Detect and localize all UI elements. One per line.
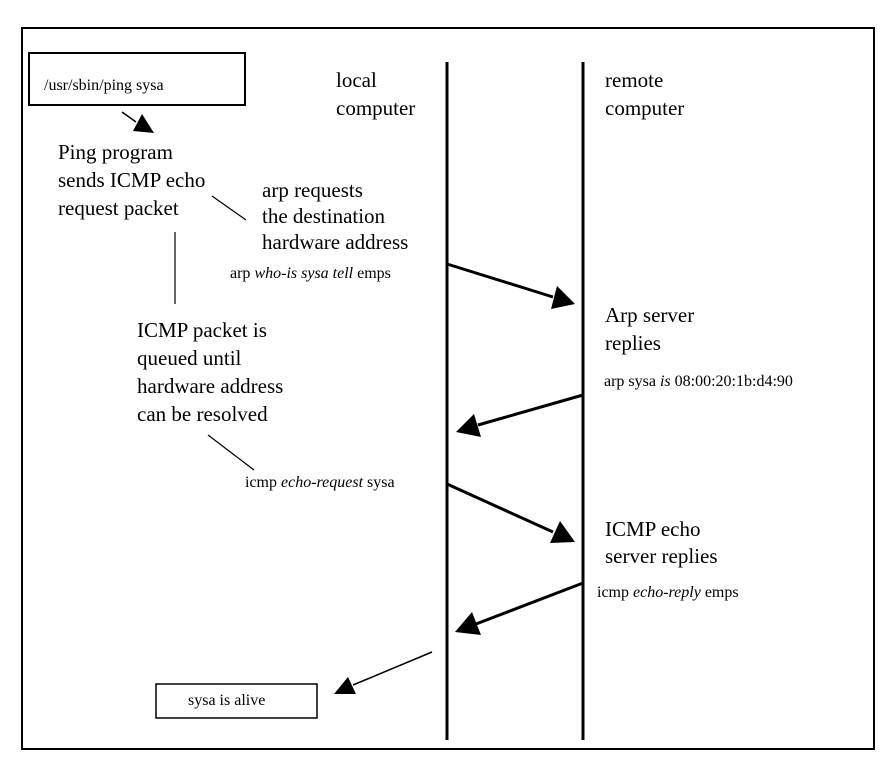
icmp-echo-reply-message: icmp echo-reply emps xyxy=(597,584,739,601)
local-computer-label-line-1: local xyxy=(336,68,377,92)
arp-request-note-line-2: the destination xyxy=(262,204,386,228)
arp-reply-note-line-2: replies xyxy=(605,331,661,355)
ping-note-line-3: request packet xyxy=(58,196,179,220)
arp-is-message: arp sysa is 08:00:20:1b:d4:90 xyxy=(604,373,793,390)
icmp-reply-note-line-2: server replies xyxy=(605,544,718,568)
remote-computer-label-line-1: remote xyxy=(605,68,664,92)
arp-request-note-line-1: arp requests xyxy=(262,178,363,202)
arp-reply-arrow xyxy=(456,393,584,437)
icmp-echo-request-message: icmp echo-request sysa xyxy=(245,474,395,491)
command-box xyxy=(28,52,246,106)
result-text: sysa is alive xyxy=(188,692,266,709)
arp-reply-note-line-1: Arp server xyxy=(605,303,695,327)
ping-note-line-2: sends ICMP echo xyxy=(58,168,206,192)
arp-request-note-line-3: hardware address xyxy=(262,230,409,254)
command-arrow xyxy=(121,111,154,133)
result-arrow xyxy=(334,651,433,694)
remote-computer-label-line-2: computer xyxy=(605,96,685,120)
local-computer-label-line-2: computer xyxy=(336,96,416,120)
queued-note-line-4: can be resolved xyxy=(137,402,268,426)
queued-note-line-1: ICMP packet is xyxy=(137,318,267,342)
icmp-reply-note-line-1: ICMP echo xyxy=(605,517,701,541)
result-box xyxy=(155,683,318,719)
arp-who-is-message: arp who-is sysa tell emps xyxy=(230,265,391,282)
queued-to-icmp-request-connector xyxy=(207,434,255,471)
ping-note-line-1: Ping program xyxy=(58,140,173,164)
icmp-reply-arrow xyxy=(455,581,584,635)
command-text: /usr/sbin/ping sysa xyxy=(44,77,164,94)
icmp-request-arrow xyxy=(446,482,575,543)
queued-note-line-2: queued until xyxy=(137,346,242,370)
diagram-frame xyxy=(21,27,875,750)
ping-to-arp-connector xyxy=(211,195,247,221)
queued-note-line-3: hardware address xyxy=(137,374,284,398)
arp-request-arrow xyxy=(446,262,575,309)
